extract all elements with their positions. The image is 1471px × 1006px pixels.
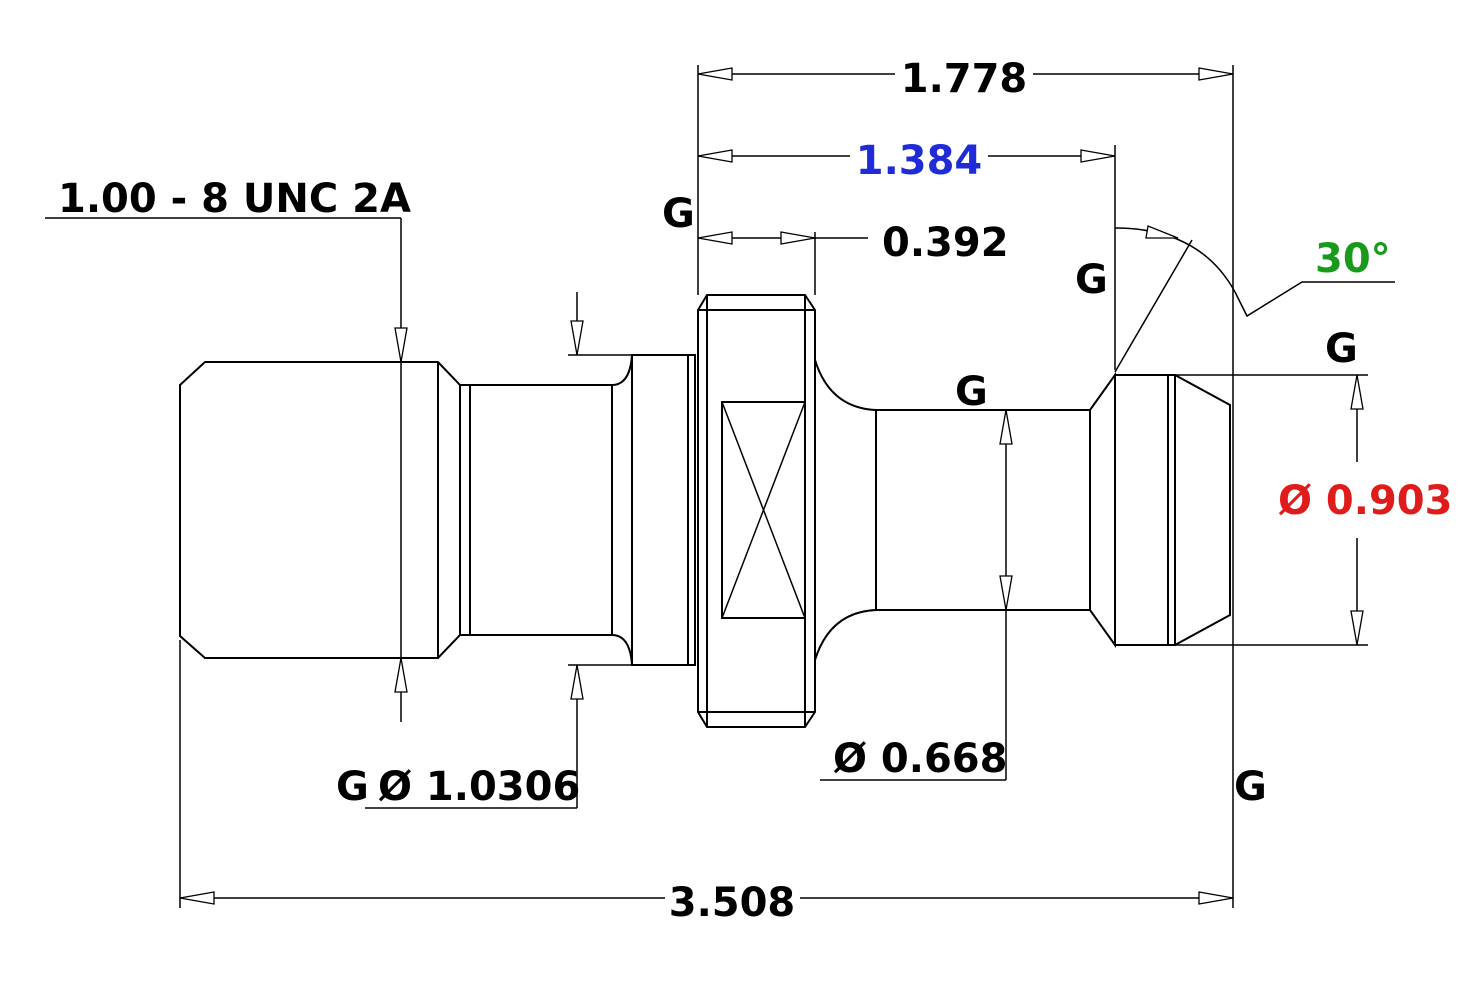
relief-neck	[469, 354, 696, 666]
dim-shank-diameter: Ø 0.668	[833, 736, 1007, 782]
shank	[875, 371, 1116, 649]
g-marker-shank: G	[955, 369, 988, 415]
g-marker-flange: G	[662, 191, 695, 237]
g-marker-head-right: G	[1325, 326, 1358, 372]
dim-head-diameter: Ø 0.903	[1278, 478, 1452, 524]
dimension-labels: 3.508 1.778 1.384 0.392 1.00 - 8 UNC 2A …	[58, 56, 1452, 926]
g-marker-head-top: G	[1075, 257, 1108, 303]
dimension-lines	[45, 67, 1395, 905]
dim-neck-diameter: Ø 1.0306	[378, 764, 580, 810]
g-marker-neck: G	[336, 764, 369, 810]
wrench-flat	[721, 401, 806, 619]
dim-overall-length: 3.508	[669, 880, 796, 926]
head	[1114, 374, 1231, 646]
g-marker-end: G	[1234, 764, 1267, 810]
dim-top-length: 1.778	[901, 56, 1028, 102]
dim-head-angle: 30°	[1315, 236, 1391, 282]
g-markers: G G G G G G	[336, 191, 1358, 810]
thread-section	[179, 361, 461, 659]
flange	[697, 294, 816, 728]
part-outline	[179, 294, 1231, 728]
dim-flange-width: 0.392	[882, 220, 1009, 266]
thread-spec: 1.00 - 8 UNC 2A	[58, 176, 411, 222]
dim-mid-length: 1.384	[856, 138, 983, 184]
